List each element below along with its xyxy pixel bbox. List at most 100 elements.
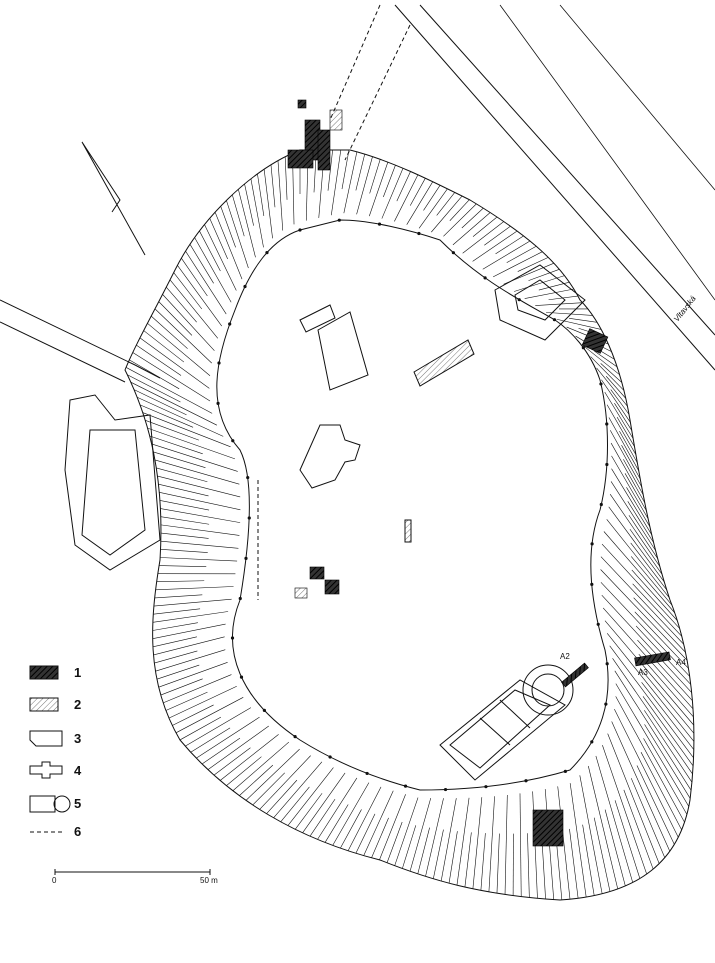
survey-point xyxy=(231,439,235,443)
hachure-line xyxy=(616,416,635,447)
survey-point xyxy=(604,702,608,706)
hachure-line xyxy=(632,583,682,637)
hachure-line xyxy=(524,288,574,299)
hachure-line xyxy=(137,396,224,437)
hachure-line xyxy=(136,344,182,376)
hachure-line xyxy=(472,216,498,237)
label-a3: A3 xyxy=(638,668,648,677)
survey-point xyxy=(247,516,251,520)
hachure-line xyxy=(611,455,649,519)
hachure-line xyxy=(579,775,603,894)
road-line xyxy=(0,321,126,383)
round-tower-inner xyxy=(531,673,565,707)
hachure-line xyxy=(619,431,638,463)
hachure-line xyxy=(621,445,641,479)
hachure-line xyxy=(610,442,646,503)
survey-point xyxy=(365,771,369,776)
bastion-left-inner xyxy=(81,429,146,556)
tower-complex xyxy=(439,679,566,781)
hachure-line xyxy=(602,745,647,875)
hachure-line xyxy=(327,149,333,191)
hachure-line xyxy=(417,827,430,874)
hachure-line xyxy=(132,352,211,402)
hachure-line xyxy=(639,668,695,734)
hachure-line xyxy=(381,168,404,219)
hachure-line xyxy=(181,258,208,297)
hachure-line xyxy=(145,420,199,441)
hachure-line xyxy=(159,500,210,511)
hachure-line xyxy=(611,468,652,535)
hachure-line xyxy=(341,149,350,190)
survey-point xyxy=(265,251,269,255)
hachure-line xyxy=(245,748,300,801)
survey-point xyxy=(216,401,220,405)
hachure-line xyxy=(593,817,611,892)
survey-point xyxy=(337,218,341,222)
hachure-line xyxy=(611,721,671,852)
hachure-line xyxy=(406,181,434,225)
hachure-line xyxy=(641,682,695,750)
hachure-line xyxy=(418,188,448,229)
hachure-line xyxy=(169,279,219,339)
hachure-line xyxy=(462,221,505,254)
hachure-line xyxy=(133,389,187,416)
hachure-line xyxy=(194,237,232,303)
hachure-line xyxy=(160,516,210,525)
bastion-left xyxy=(64,394,161,571)
hachure-line xyxy=(609,493,660,567)
survey-point xyxy=(238,596,242,601)
hachure-line xyxy=(623,789,654,870)
legend-symbol-5-circle xyxy=(53,795,71,813)
hachure-line xyxy=(628,515,658,559)
hachure-line xyxy=(379,794,406,860)
hachure-line xyxy=(383,165,396,198)
legend-label-3: 3 xyxy=(74,731,82,746)
hatched-feature xyxy=(404,519,412,543)
hachure-line xyxy=(172,704,214,726)
road-line xyxy=(499,4,715,301)
survey-point xyxy=(328,755,332,759)
legend-label-5: 5 xyxy=(74,796,82,811)
hachure-line xyxy=(160,508,241,523)
hachure-line xyxy=(196,716,260,759)
hachure-line xyxy=(355,154,366,191)
hachure-line xyxy=(612,658,693,775)
survey-point xyxy=(451,251,455,255)
survey-point xyxy=(484,785,488,789)
hachure-line xyxy=(556,318,602,330)
hachure-line xyxy=(185,251,227,315)
hachure-line xyxy=(394,174,419,222)
hachure-line xyxy=(199,230,221,272)
hachure-line xyxy=(127,374,181,403)
hachure-line xyxy=(209,218,228,260)
hachure-line xyxy=(232,741,290,791)
survey-point xyxy=(524,779,528,783)
hachure-line xyxy=(443,203,477,237)
hachure-line xyxy=(159,491,241,511)
survey-point xyxy=(403,784,408,788)
bastion-ne-inner xyxy=(514,279,566,321)
hachure-line xyxy=(125,367,213,414)
hachure-line xyxy=(147,427,236,460)
survey-point xyxy=(599,382,603,386)
hachure-line xyxy=(608,417,639,471)
hachure-line xyxy=(185,707,252,747)
hachure-line xyxy=(151,443,238,472)
tower-complex-partition xyxy=(479,699,531,746)
hachure-line xyxy=(287,767,334,826)
survey-point xyxy=(552,318,557,322)
hachure-line xyxy=(153,598,232,607)
hachure-line xyxy=(601,543,680,629)
hachure-line xyxy=(630,556,673,606)
hachure-line xyxy=(160,549,208,553)
hachure-line xyxy=(600,582,690,677)
hachure-line xyxy=(330,149,342,216)
hachure-line xyxy=(130,381,218,426)
survey-point xyxy=(293,735,297,739)
hachure-line xyxy=(436,192,455,216)
label-a2: A2 xyxy=(560,652,570,661)
label-a4: A4 xyxy=(676,658,686,667)
legend-label-4: 4 xyxy=(74,763,82,778)
hachure-line xyxy=(623,459,644,495)
hachure-line xyxy=(277,160,284,231)
